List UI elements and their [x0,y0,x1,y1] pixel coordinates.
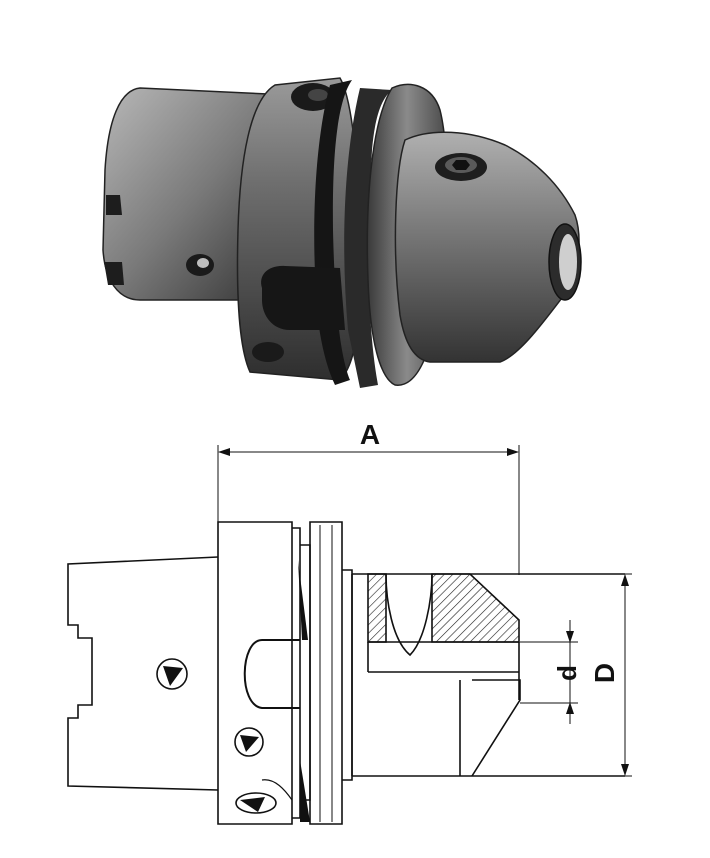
dim-a-label: A [360,419,380,450]
dim-d-small-label: d [552,665,582,681]
render-keyway [261,265,345,330]
drawing-section-cone [431,573,520,643]
tool-holder-render [102,77,582,388]
drawing-shank [67,556,219,791]
drawing-groove-shade-top [298,560,308,640]
tool-holder-drawing [67,445,632,825]
drawing-groove [292,527,301,819]
drawing-collar [217,521,293,825]
drawing-keyway [243,639,300,709]
render-shank-slot-lower [104,262,124,285]
drawing-flange [309,521,343,825]
render-collar-bottom-hole [252,342,284,362]
drive-mark-shank [156,658,188,690]
drawing-section-left-wall [367,573,387,643]
drawing-neck [342,569,353,781]
drawing-groove-shade-bottom [300,760,310,822]
drawing-groove-inner [300,544,311,801]
dim-d-large-label: D [589,663,620,683]
drive-mark-collar-lower [235,779,293,814]
render-shank-slot-upper [106,195,122,215]
drawing-section-bore [385,573,433,657]
render-collar [236,77,362,381]
drive-mark-collar [234,727,264,757]
